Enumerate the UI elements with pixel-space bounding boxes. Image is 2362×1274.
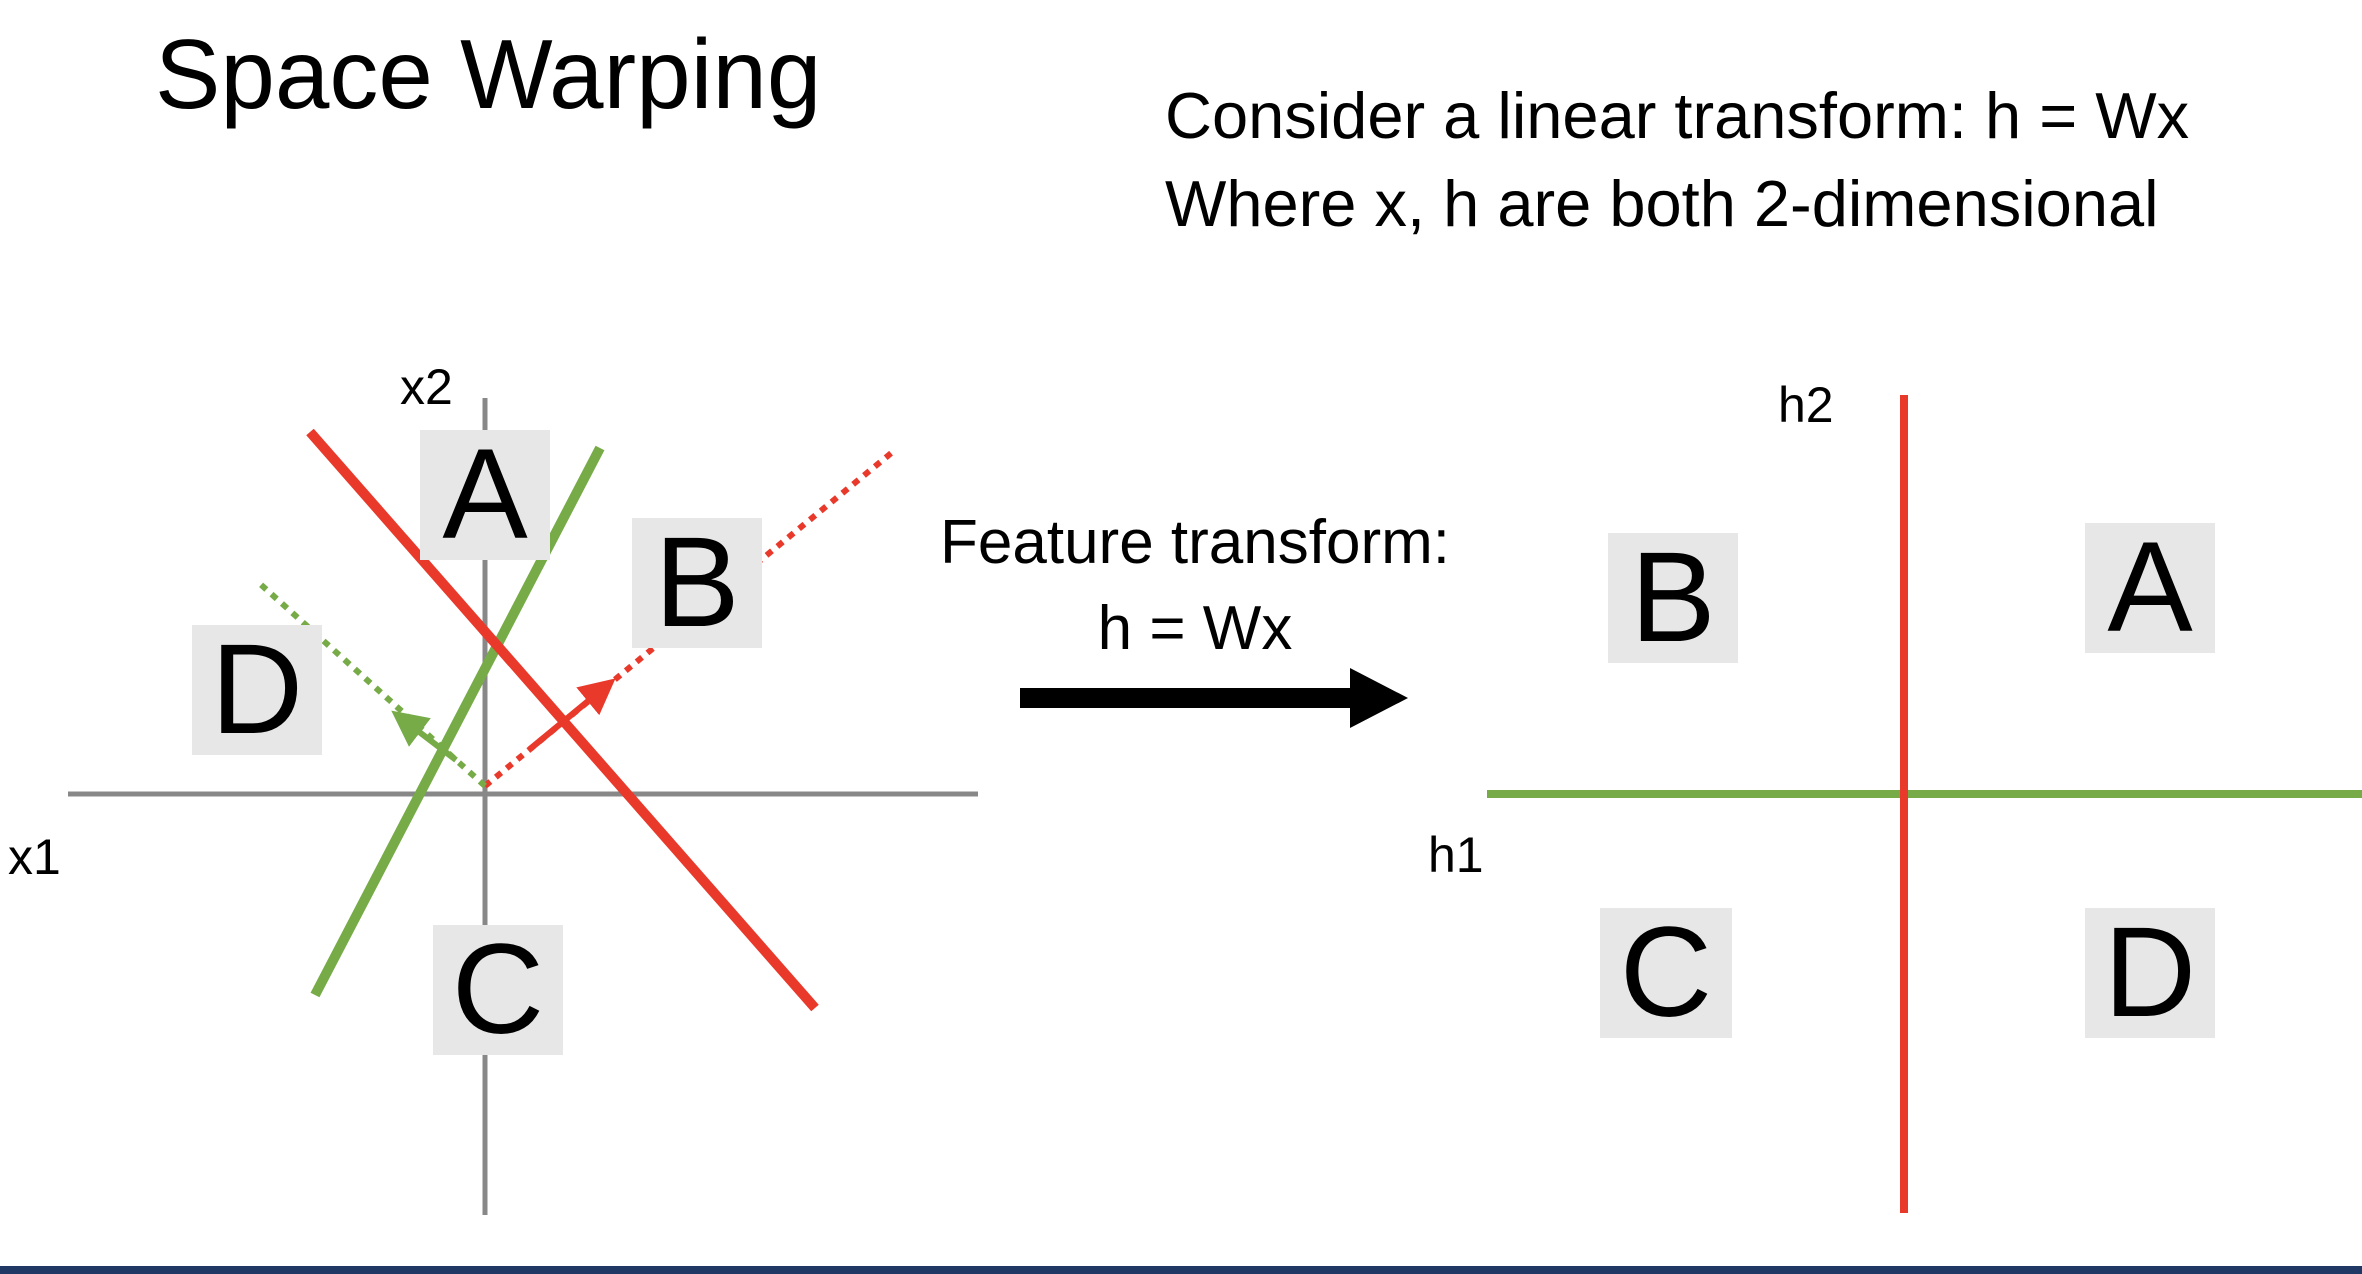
feature-transform-line-2: h = Wx xyxy=(1097,594,1293,663)
h2-axis-label: h2 xyxy=(1778,377,1834,433)
output-region-d: D xyxy=(2085,908,2215,1038)
input-region-c: C xyxy=(433,925,563,1055)
slide-bottom-rule xyxy=(0,1266,2362,1274)
red-decision-line xyxy=(306,428,819,1012)
description-line-2: Where x, h are both 2-dimensional xyxy=(1165,167,2159,240)
input-region-b: B xyxy=(632,518,762,648)
input-region-d: D xyxy=(192,625,322,755)
x1-axis-label: x1 xyxy=(8,829,61,885)
h1-axis-label: h1 xyxy=(1428,827,1484,883)
green-decision-line xyxy=(310,445,605,998)
output-region-c: C xyxy=(1600,908,1732,1038)
feature-transform-label: Feature transform: h = Wx xyxy=(875,500,1515,672)
feature-transform-line-1: Feature transform: xyxy=(940,508,1450,577)
red-normal-arrow xyxy=(528,678,616,752)
green-normal-dotted xyxy=(255,579,488,789)
slide-title: Space Warping xyxy=(155,19,822,129)
x2-axis-label: x2 xyxy=(400,359,453,415)
description-line-1: Consider a linear transform: h = Wx xyxy=(1165,79,2190,152)
output-region-b: B xyxy=(1608,533,1738,663)
transform-description: Consider a linear transform: h = Wx Wher… xyxy=(1165,72,2189,248)
input-region-a: A xyxy=(420,430,550,560)
output-region-a: A xyxy=(2085,523,2215,653)
transform-arrow-head xyxy=(1350,668,1408,728)
